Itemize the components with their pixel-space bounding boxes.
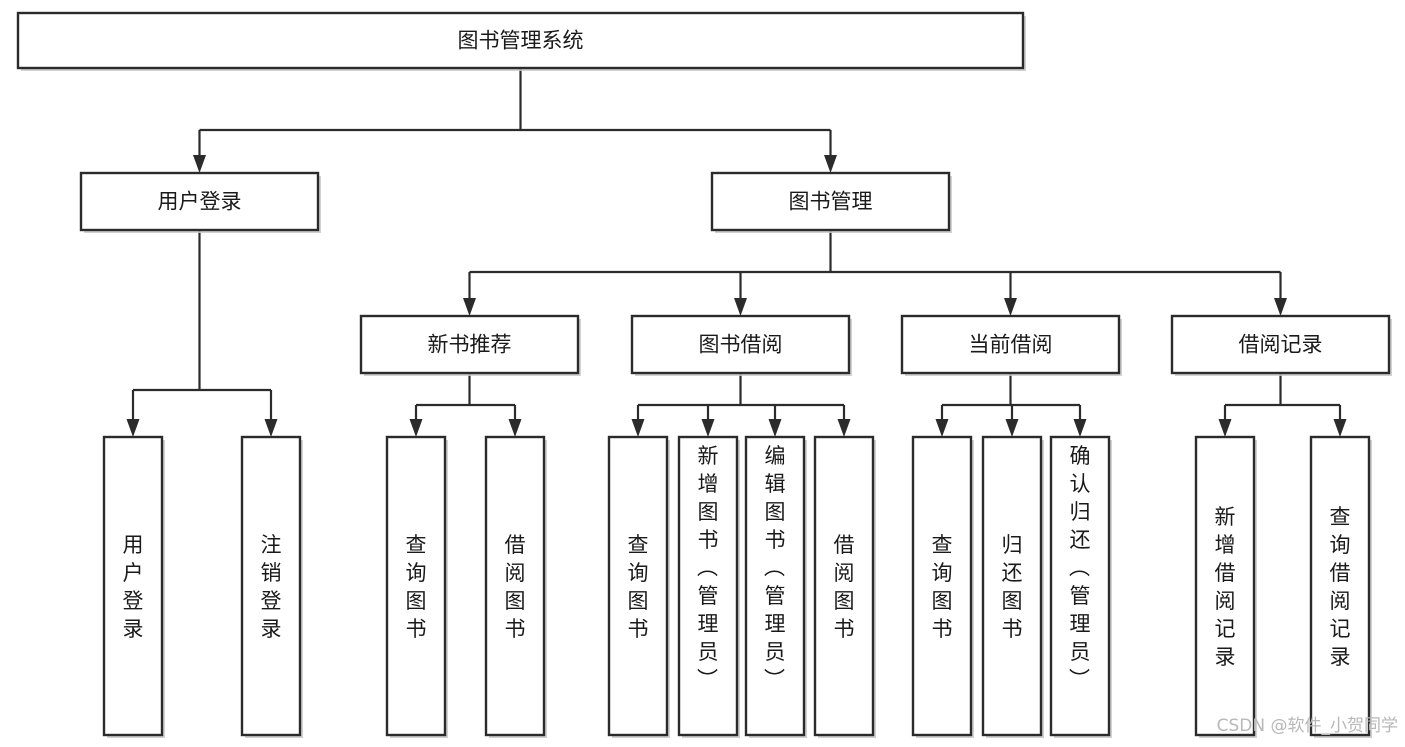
arrowhead-leaf-user-login <box>126 419 140 437</box>
node-book-borrow[interactable]: 图书借阅 <box>630 314 852 376</box>
node-leaf-borrow-book-1[interactable]: 借阅图书 <box>484 435 547 738</box>
node-label-borrow-record: 借阅记录 <box>1239 333 1323 357</box>
node-box-leaf-user-login[interactable] <box>102 435 164 737</box>
node-label-leaf-query-book-3: 查询图书 <box>932 533 953 641</box>
node-box-leaf-add-record[interactable] <box>1194 435 1256 737</box>
node-box-current-borrow[interactable] <box>900 314 1121 375</box>
node-box-root[interactable] <box>16 11 1025 70</box>
node-leaf-return-book[interactable]: 归还图书 <box>981 435 1044 738</box>
arrowhead-leaf-edit-book <box>768 419 782 437</box>
node-box-leaf-return-book[interactable] <box>981 435 1043 737</box>
node-box-borrow-record[interactable] <box>1170 314 1391 375</box>
node-leaf-logout[interactable]: 注销登录 <box>240 435 303 738</box>
arrowhead-leaf-borrow-book-1 <box>508 419 522 437</box>
arrowhead-leaf-query-book-1 <box>409 419 423 437</box>
connector-layer <box>126 68 1347 437</box>
arrowhead-leaf-query-book-3 <box>935 419 949 437</box>
arrowhead-leaf-query-record <box>1333 419 1347 437</box>
node-leaf-query-book-3[interactable]: 查询图书 <box>911 435 974 738</box>
node-box-leaf-query-book-1[interactable] <box>385 435 447 737</box>
node-box-book-borrow[interactable] <box>630 314 851 375</box>
arrowhead-book-borrow <box>734 298 747 316</box>
node-label-current-borrow: 当前借阅 <box>969 333 1053 357</box>
node-root[interactable]: 图书管理系统 <box>16 11 1026 71</box>
node-current-borrow[interactable]: 当前借阅 <box>900 314 1122 376</box>
connector-group-current-borrow <box>935 373 1087 437</box>
connector-group-user-login <box>126 230 278 437</box>
arrowhead-leaf-confirm-return <box>1073 419 1087 437</box>
node-label-leaf-query-book-2: 查询图书 <box>628 533 649 641</box>
node-new-book-rec[interactable]: 新书推荐 <box>359 314 581 376</box>
node-leaf-edit-book[interactable]: 编辑图书（管理员） <box>744 435 807 738</box>
arrowhead-user-login <box>193 155 206 173</box>
node-label-leaf-edit-book: 编辑图书（管理员） <box>764 444 786 692</box>
csdn-watermark: CSDN @软件_小贺同学 <box>1217 716 1398 736</box>
node-box-new-book-rec[interactable] <box>359 314 580 375</box>
node-box-leaf-query-book-3[interactable] <box>911 435 973 737</box>
connector-group-new-book-rec <box>409 373 522 437</box>
node-label-leaf-return-book: 归还图书 <box>1002 533 1023 641</box>
node-label-leaf-query-record: 查询借阅记录 <box>1330 505 1351 669</box>
node-label-root: 图书管理系统 <box>458 29 584 53</box>
arrowhead-leaf-add-record <box>1218 419 1232 437</box>
arrowhead-leaf-return-book <box>1005 419 1019 437</box>
node-box-book-manage[interactable] <box>710 171 951 232</box>
node-leaf-query-book-1[interactable]: 查询图书 <box>385 435 448 738</box>
node-label-leaf-logout: 注销登录 <box>261 533 282 641</box>
node-leaf-query-book-2[interactable]: 查询图书 <box>607 435 670 738</box>
node-leaf-add-record[interactable]: 新增借阅记录 <box>1194 435 1257 738</box>
node-label-leaf-add-record: 新增借阅记录 <box>1215 505 1236 669</box>
arrowhead-current-borrow <box>1004 298 1017 316</box>
node-box-leaf-borrow-book-1[interactable] <box>484 435 546 737</box>
node-layer: 图书管理系统用户登录图书管理新书推荐图书借阅当前借阅借阅记录用户登录注销登录查询… <box>16 11 1392 738</box>
arrowhead-leaf-borrow-book-2 <box>837 419 851 437</box>
node-label-user-login: 用户登录 <box>158 190 242 214</box>
node-box-leaf-borrow-book-2[interactable] <box>813 435 875 737</box>
node-leaf-confirm-return[interactable]: 确认归还（管理员） <box>1049 435 1112 738</box>
node-user-login[interactable]: 用户登录 <box>79 171 321 233</box>
node-leaf-query-record[interactable]: 查询借阅记录 <box>1309 435 1372 738</box>
node-label-new-book-rec: 新书推荐 <box>428 333 512 357</box>
node-box-leaf-confirm-return[interactable] <box>1049 435 1111 737</box>
arrowhead-leaf-query-book-2 <box>631 419 645 437</box>
node-leaf-borrow-book-2[interactable]: 借阅图书 <box>813 435 876 738</box>
connector-group-borrow-record <box>1218 373 1347 437</box>
node-label-book-borrow: 图书借阅 <box>699 333 783 357</box>
arrowhead-book-manage <box>824 155 837 173</box>
node-book-manage[interactable]: 图书管理 <box>710 171 952 233</box>
node-label-leaf-query-book-1: 查询图书 <box>406 533 427 641</box>
connector-group-root <box>193 68 837 173</box>
node-box-leaf-query-record[interactable] <box>1309 435 1371 737</box>
node-label-leaf-confirm-return: 确认归还（管理员） <box>1069 444 1091 692</box>
node-label-leaf-borrow-book-1: 借阅图书 <box>505 533 526 641</box>
node-label-leaf-add-book: 新增图书（管理员） <box>697 444 719 692</box>
node-box-leaf-query-book-2[interactable] <box>607 435 669 737</box>
node-label-leaf-borrow-book-2: 借阅图书 <box>834 533 855 641</box>
node-box-leaf-add-book[interactable] <box>677 435 739 737</box>
connector-group-book-manage <box>463 230 1287 316</box>
node-box-leaf-logout[interactable] <box>240 435 302 737</box>
node-box-user-login[interactable] <box>79 171 320 232</box>
node-label-book-manage: 图书管理 <box>789 190 873 214</box>
node-label-leaf-user-login: 用户登录 <box>123 533 144 641</box>
arrowhead-leaf-add-book <box>701 419 715 437</box>
node-leaf-user-login[interactable]: 用户登录 <box>102 435 165 738</box>
arrowhead-borrow-record <box>1274 298 1287 316</box>
connector-group-book-borrow <box>631 373 851 437</box>
arrowhead-leaf-logout <box>264 419 278 437</box>
node-leaf-add-book[interactable]: 新增图书（管理员） <box>677 435 740 738</box>
node-borrow-record[interactable]: 借阅记录 <box>1170 314 1392 376</box>
arrowhead-new-book-rec <box>463 298 476 316</box>
node-box-leaf-edit-book[interactable] <box>744 435 806 737</box>
